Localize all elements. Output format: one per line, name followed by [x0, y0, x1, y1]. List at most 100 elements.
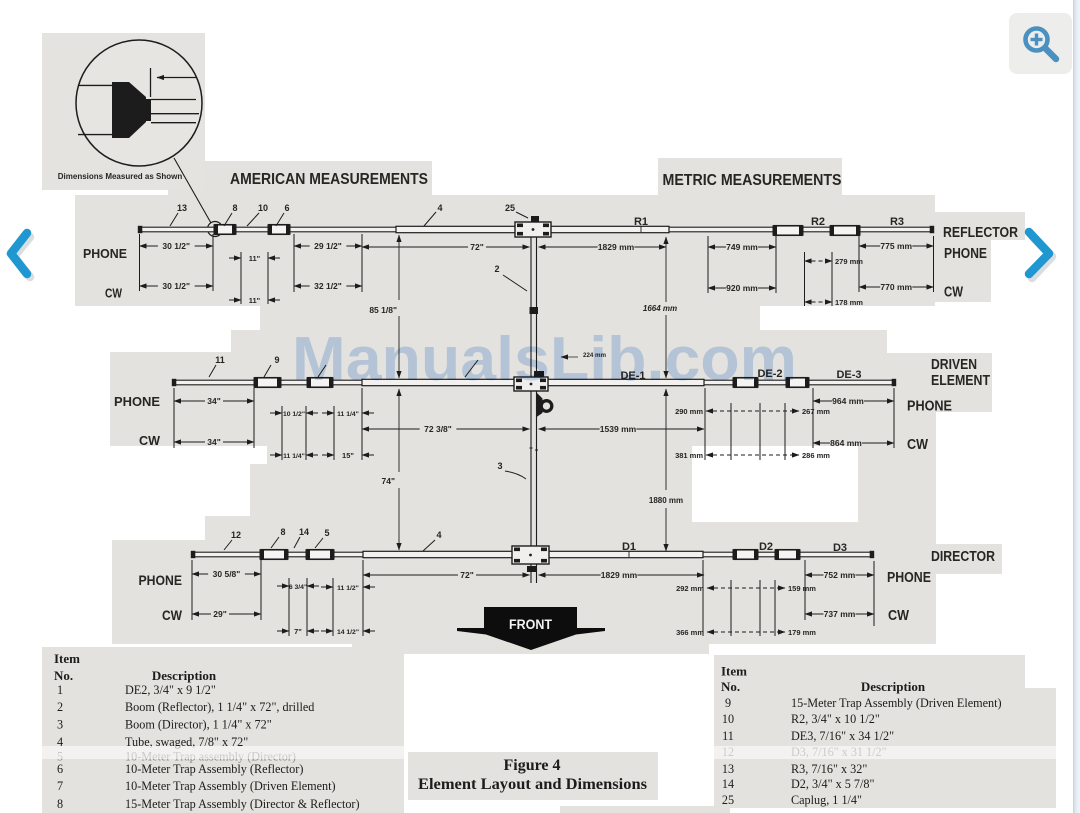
svg-text:8: 8 [232, 203, 237, 213]
svg-text:267 mm: 267 mm [802, 407, 830, 416]
svg-text:25: 25 [722, 793, 734, 807]
svg-text:11": 11" [249, 296, 261, 305]
svg-text:R3: R3 [890, 216, 904, 228]
svg-text:METRIC MEASUREMENTS: METRIC MEASUREMENTS [663, 172, 842, 189]
svg-text:920 mm: 920 mm [726, 283, 758, 293]
svg-text:13: 13 [177, 203, 187, 213]
svg-text:Tube, swaged, 7/8" x 72": Tube, swaged, 7/8" x 72" [125, 735, 248, 749]
svg-text:Caplug, 1 1/4": Caplug, 1 1/4" [791, 793, 862, 807]
svg-text:179 mm: 179 mm [788, 628, 816, 637]
svg-text:REFLECTOR: REFLECTOR [943, 225, 1018, 241]
svg-text:Description: Description [861, 679, 926, 694]
svg-text:1: 1 [57, 683, 63, 697]
svg-text:Item: Item [721, 664, 747, 679]
svg-text:34": 34" [207, 437, 221, 447]
svg-text:10-Meter Trap Assembly (Driven: 10-Meter Trap Assembly (Driven Element) [125, 779, 336, 793]
svg-text:2: 2 [494, 264, 499, 274]
svg-text:PHONE: PHONE [907, 399, 952, 415]
svg-text:DRIVEN: DRIVEN [931, 357, 977, 373]
svg-text:D3: D3 [833, 542, 847, 554]
svg-text:4: 4 [437, 203, 442, 213]
svg-text:DIRECTOR: DIRECTOR [931, 549, 995, 565]
svg-text:11: 11 [722, 729, 734, 743]
svg-text:11 1/4": 11 1/4" [283, 453, 305, 460]
svg-text:10: 10 [722, 712, 734, 726]
svg-text:4: 4 [436, 530, 441, 540]
svg-text:PHONE: PHONE [944, 246, 987, 262]
svg-text:Dimensions Measured as Shown: Dimensions Measured as Shown [58, 172, 183, 181]
svg-text:9: 9 [274, 355, 279, 365]
svg-text:PHONE: PHONE [139, 572, 183, 588]
svg-text:14 1/2": 14 1/2" [337, 629, 359, 636]
svg-text:30 1/2": 30 1/2" [162, 281, 190, 291]
svg-text:D1: D1 [622, 541, 636, 553]
svg-text:No.: No. [54, 668, 73, 683]
svg-text:752 mm: 752 mm [824, 570, 856, 580]
svg-text:R1: R1 [634, 216, 648, 228]
svg-text:286 mm: 286 mm [802, 451, 830, 460]
svg-text:10: 10 [258, 203, 268, 213]
svg-text:3: 3 [497, 461, 502, 471]
svg-text:FRONT: FRONT [509, 617, 553, 632]
svg-text:279 mm: 279 mm [835, 257, 863, 266]
svg-text:381 mm: 381 mm [675, 451, 703, 460]
svg-text:178 mm: 178 mm [835, 298, 863, 307]
svg-text:7": 7" [294, 627, 302, 636]
svg-text:30 1/2": 30 1/2" [162, 241, 190, 251]
svg-text:770 mm: 770 mm [880, 282, 912, 292]
svg-text:72": 72" [470, 242, 484, 252]
svg-text:ELEMENT: ELEMENT [931, 373, 990, 389]
svg-text:14: 14 [722, 777, 734, 791]
svg-text:DE2, 3/4" x 9 1/2": DE2, 3/4" x 9 1/2" [125, 683, 216, 697]
svg-text:224 mm: 224 mm [583, 352, 607, 359]
svg-text:775 mm: 775 mm [880, 241, 912, 251]
svg-text:11 1/4": 11 1/4" [337, 411, 359, 418]
svg-text:1539 mm: 1539 mm [600, 424, 637, 434]
svg-text:6: 6 [57, 762, 63, 776]
svg-text:11": 11" [249, 254, 261, 263]
svg-text:3: 3 [57, 718, 63, 732]
svg-text:Element Layout and Dimensions: Element Layout and Dimensions [418, 776, 647, 793]
svg-text:PHONE: PHONE [83, 246, 127, 261]
svg-text:2: 2 [57, 700, 63, 714]
svg-text:72": 72" [460, 570, 474, 580]
svg-text:CW: CW [105, 286, 123, 301]
svg-text:CW: CW [162, 607, 183, 623]
svg-text:15-Meter Trap Assembly (Driven: 15-Meter Trap Assembly (Driven Element) [791, 696, 1002, 710]
svg-text:85 1/8": 85 1/8" [369, 305, 397, 315]
svg-text:29": 29" [213, 609, 227, 619]
svg-text:8: 8 [57, 797, 63, 811]
svg-text:PHONE: PHONE [114, 394, 160, 409]
svg-text:D2, 3/4" x 5 7/8": D2, 3/4" x 5 7/8" [791, 777, 874, 791]
svg-text:8: 8 [280, 527, 285, 537]
svg-text:749 mm: 749 mm [726, 242, 758, 252]
svg-text:DE-2: DE-2 [757, 368, 782, 380]
svg-text:9: 9 [725, 696, 731, 710]
svg-text:R2: R2 [811, 216, 825, 228]
svg-text:737 mm: 737 mm [824, 609, 856, 619]
svg-text:PHONE: PHONE [887, 570, 931, 586]
svg-text:CW: CW [944, 285, 963, 301]
svg-text:32 1/2": 32 1/2" [314, 281, 342, 291]
svg-text:11: 11 [215, 355, 225, 365]
svg-text:10-Meter Trap Assembly (Reflec: 10-Meter Trap Assembly (Reflector) [125, 762, 303, 776]
svg-text:30 5/8": 30 5/8" [213, 569, 241, 579]
svg-text:DE-1: DE-1 [620, 370, 645, 382]
svg-text:14: 14 [299, 527, 309, 537]
svg-text:11 1/2": 11 1/2" [337, 585, 359, 592]
svg-text:7: 7 [57, 779, 63, 793]
svg-text:366 mm: 366 mm [676, 628, 704, 637]
svg-text:4: 4 [57, 735, 63, 749]
svg-text:CW: CW [907, 437, 928, 453]
svg-text:10 1/2": 10 1/2" [283, 411, 305, 418]
svg-text:No.: No. [721, 679, 740, 694]
svg-text:R2, 3/4" x 10 1/2": R2, 3/4" x 10 1/2" [791, 712, 880, 726]
svg-text:13: 13 [722, 762, 734, 776]
svg-text:34": 34" [207, 396, 221, 406]
svg-text:Boom (Director), 1 1/4" x 72": Boom (Director), 1 1/4" x 72" [125, 718, 272, 732]
svg-text:Figure 4: Figure 4 [503, 757, 560, 774]
svg-text:6 3/4": 6 3/4" [289, 584, 307, 591]
svg-text:D2: D2 [759, 541, 773, 553]
svg-text:864 mm: 864 mm [830, 438, 862, 448]
svg-text:292 mm: 292 mm [676, 584, 704, 593]
